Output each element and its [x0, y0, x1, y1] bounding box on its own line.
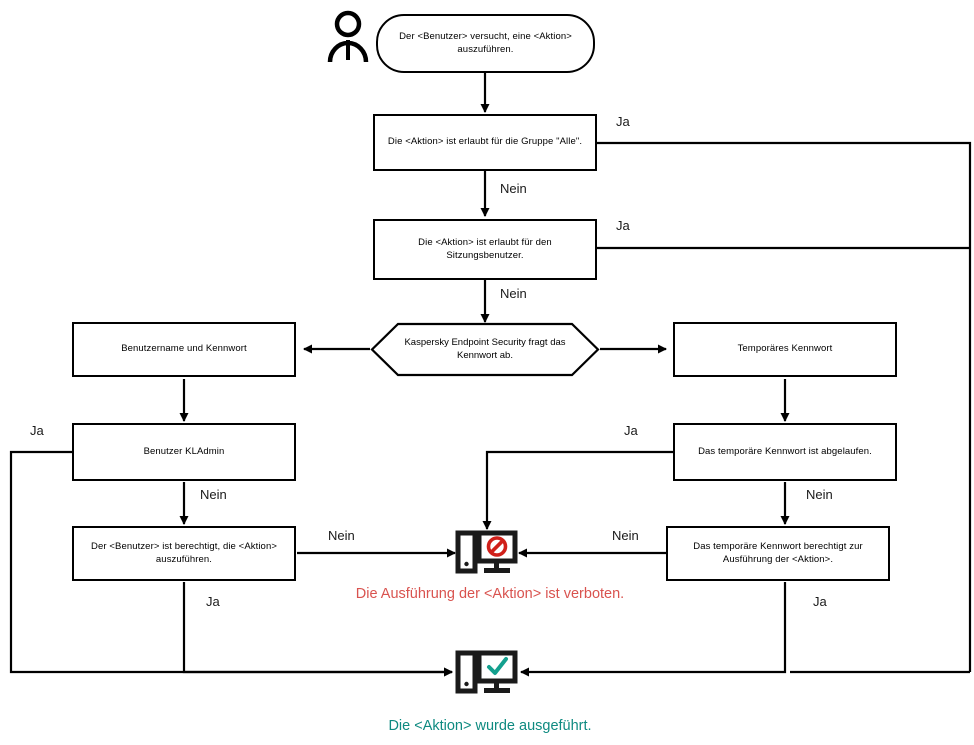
edge-group-all-yes — [597, 141, 972, 672]
edge-label-temp-expired-no: Nein — [806, 487, 833, 502]
node-user-password-label: Benutzername und Kennwort — [121, 343, 247, 355]
node-user-permitted[interactable]: Der <Benutzer> ist berechtigt, die <Akti… — [72, 526, 296, 581]
edge-label-user-permitted-yes: Ja — [206, 594, 220, 609]
node-session-user[interactable]: Die <Aktion> ist erlaubt für den Sitzung… — [373, 219, 597, 280]
node-ask-password-label: Kaspersky Endpoint Security fragt das Ke… — [404, 336, 566, 361]
edge-label-session-user-yes: Ja — [616, 218, 630, 233]
node-group-all-label: Die <Aktion> ist erlaubt für die Gruppe … — [387, 136, 583, 148]
edge-label-temp-expired-yes: Ja — [624, 423, 638, 438]
edge-label-session-user-no: Nein — [500, 286, 527, 301]
node-start[interactable]: Der <Benutzer> versucht, eine <Aktion> a… — [376, 14, 595, 73]
edge-label-group-all-yes: Ja — [616, 114, 630, 129]
caption-denied: Die Ausführung der <Aktion> ist verboten… — [355, 586, 625, 602]
hexagon-shape — [370, 322, 600, 377]
node-user-password[interactable]: Benutzername und Kennwort — [72, 322, 296, 377]
node-user-permitted-label: Der <Benutzer> ist berechtigt, die <Akti… — [91, 540, 277, 565]
edge-label-user-permitted-no: Nein — [328, 528, 355, 543]
edge-temp-expired-yes — [482, 450, 673, 530]
edge-label-temp-permits-yes: Ja — [813, 594, 827, 609]
node-ask-password[interactable]: Kaspersky Endpoint Security fragt das Ke… — [370, 322, 600, 377]
node-temp-permits-label: Das temporäre Kennwort berechtigt zur Au… — [693, 540, 863, 565]
node-kladmin-label: Benutzer KLAdmin — [143, 445, 225, 457]
edge-user-permitted-yes — [182, 582, 453, 677]
node-temp-expired-label: Das temporäre Kennwort ist abgelaufen. — [698, 445, 872, 457]
computer-allowed-icon — [455, 648, 519, 698]
edge-label-kladmin-yes: Ja — [30, 423, 44, 438]
node-temp-permits[interactable]: Das temporäre Kennwort berechtigt zur Au… — [666, 526, 890, 581]
edge-label-group-all-no: Nein — [500, 181, 527, 196]
node-temp-password[interactable]: Temporäres Kennwort — [673, 322, 897, 377]
node-session-user-label: Die <Aktion> ist erlaubt für den Sitzung… — [418, 236, 552, 261]
node-group-all[interactable]: Die <Aktion> ist erlaubt für die Gruppe … — [373, 114, 597, 171]
node-temp-expired[interactable]: Das temporäre Kennwort ist abgelaufen. — [673, 423, 897, 481]
node-kladmin[interactable]: Benutzer KLAdmin — [72, 423, 296, 481]
computer-denied-icon — [455, 528, 519, 578]
edge-label-kladmin-no: Nein — [200, 487, 227, 502]
caption-allowed: Die <Aktion> wurde ausgeführt. — [388, 718, 592, 734]
node-start-label: Der <Benutzer> versucht, eine <Aktion> a… — [399, 30, 572, 55]
edge-label-temp-permits-no: Nein — [612, 528, 639, 543]
person-icon — [326, 10, 370, 66]
node-temp-password-label: Temporäres Kennwort — [737, 343, 833, 355]
edge-temp-permits-yes — [520, 582, 787, 677]
